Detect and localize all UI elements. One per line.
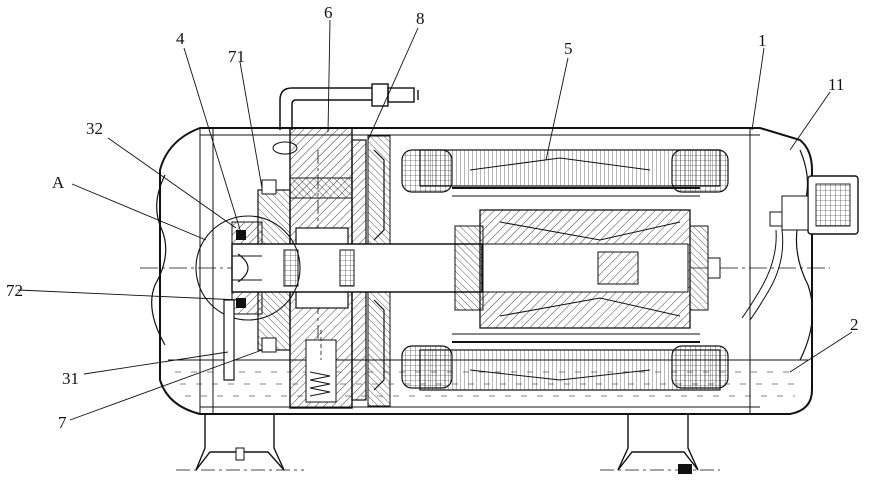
mount-foot-right: [600, 414, 720, 474]
label-31: 31: [62, 369, 79, 388]
terminal-box: [741, 175, 859, 321]
label-71: 71: [228, 47, 245, 66]
leader-lines: [17, 19, 853, 421]
label-6: 6: [324, 3, 333, 22]
label-32: 32: [86, 119, 103, 138]
shaft: [231, 243, 483, 293]
label-2: 2: [850, 315, 859, 334]
label-8: 8: [416, 9, 425, 28]
label-7: 7: [58, 413, 67, 432]
label-1: 1: [758, 31, 767, 50]
label-5: 5: [564, 39, 573, 58]
oil-tube: [223, 299, 235, 381]
label-11: 11: [828, 75, 844, 94]
label-a: A: [52, 173, 65, 192]
motor-stator: [401, 149, 729, 391]
label-72: 72: [6, 281, 23, 300]
motor-rotor: [454, 209, 721, 329]
mount-foot-left: [176, 414, 304, 471]
label-4: 4: [176, 29, 185, 48]
